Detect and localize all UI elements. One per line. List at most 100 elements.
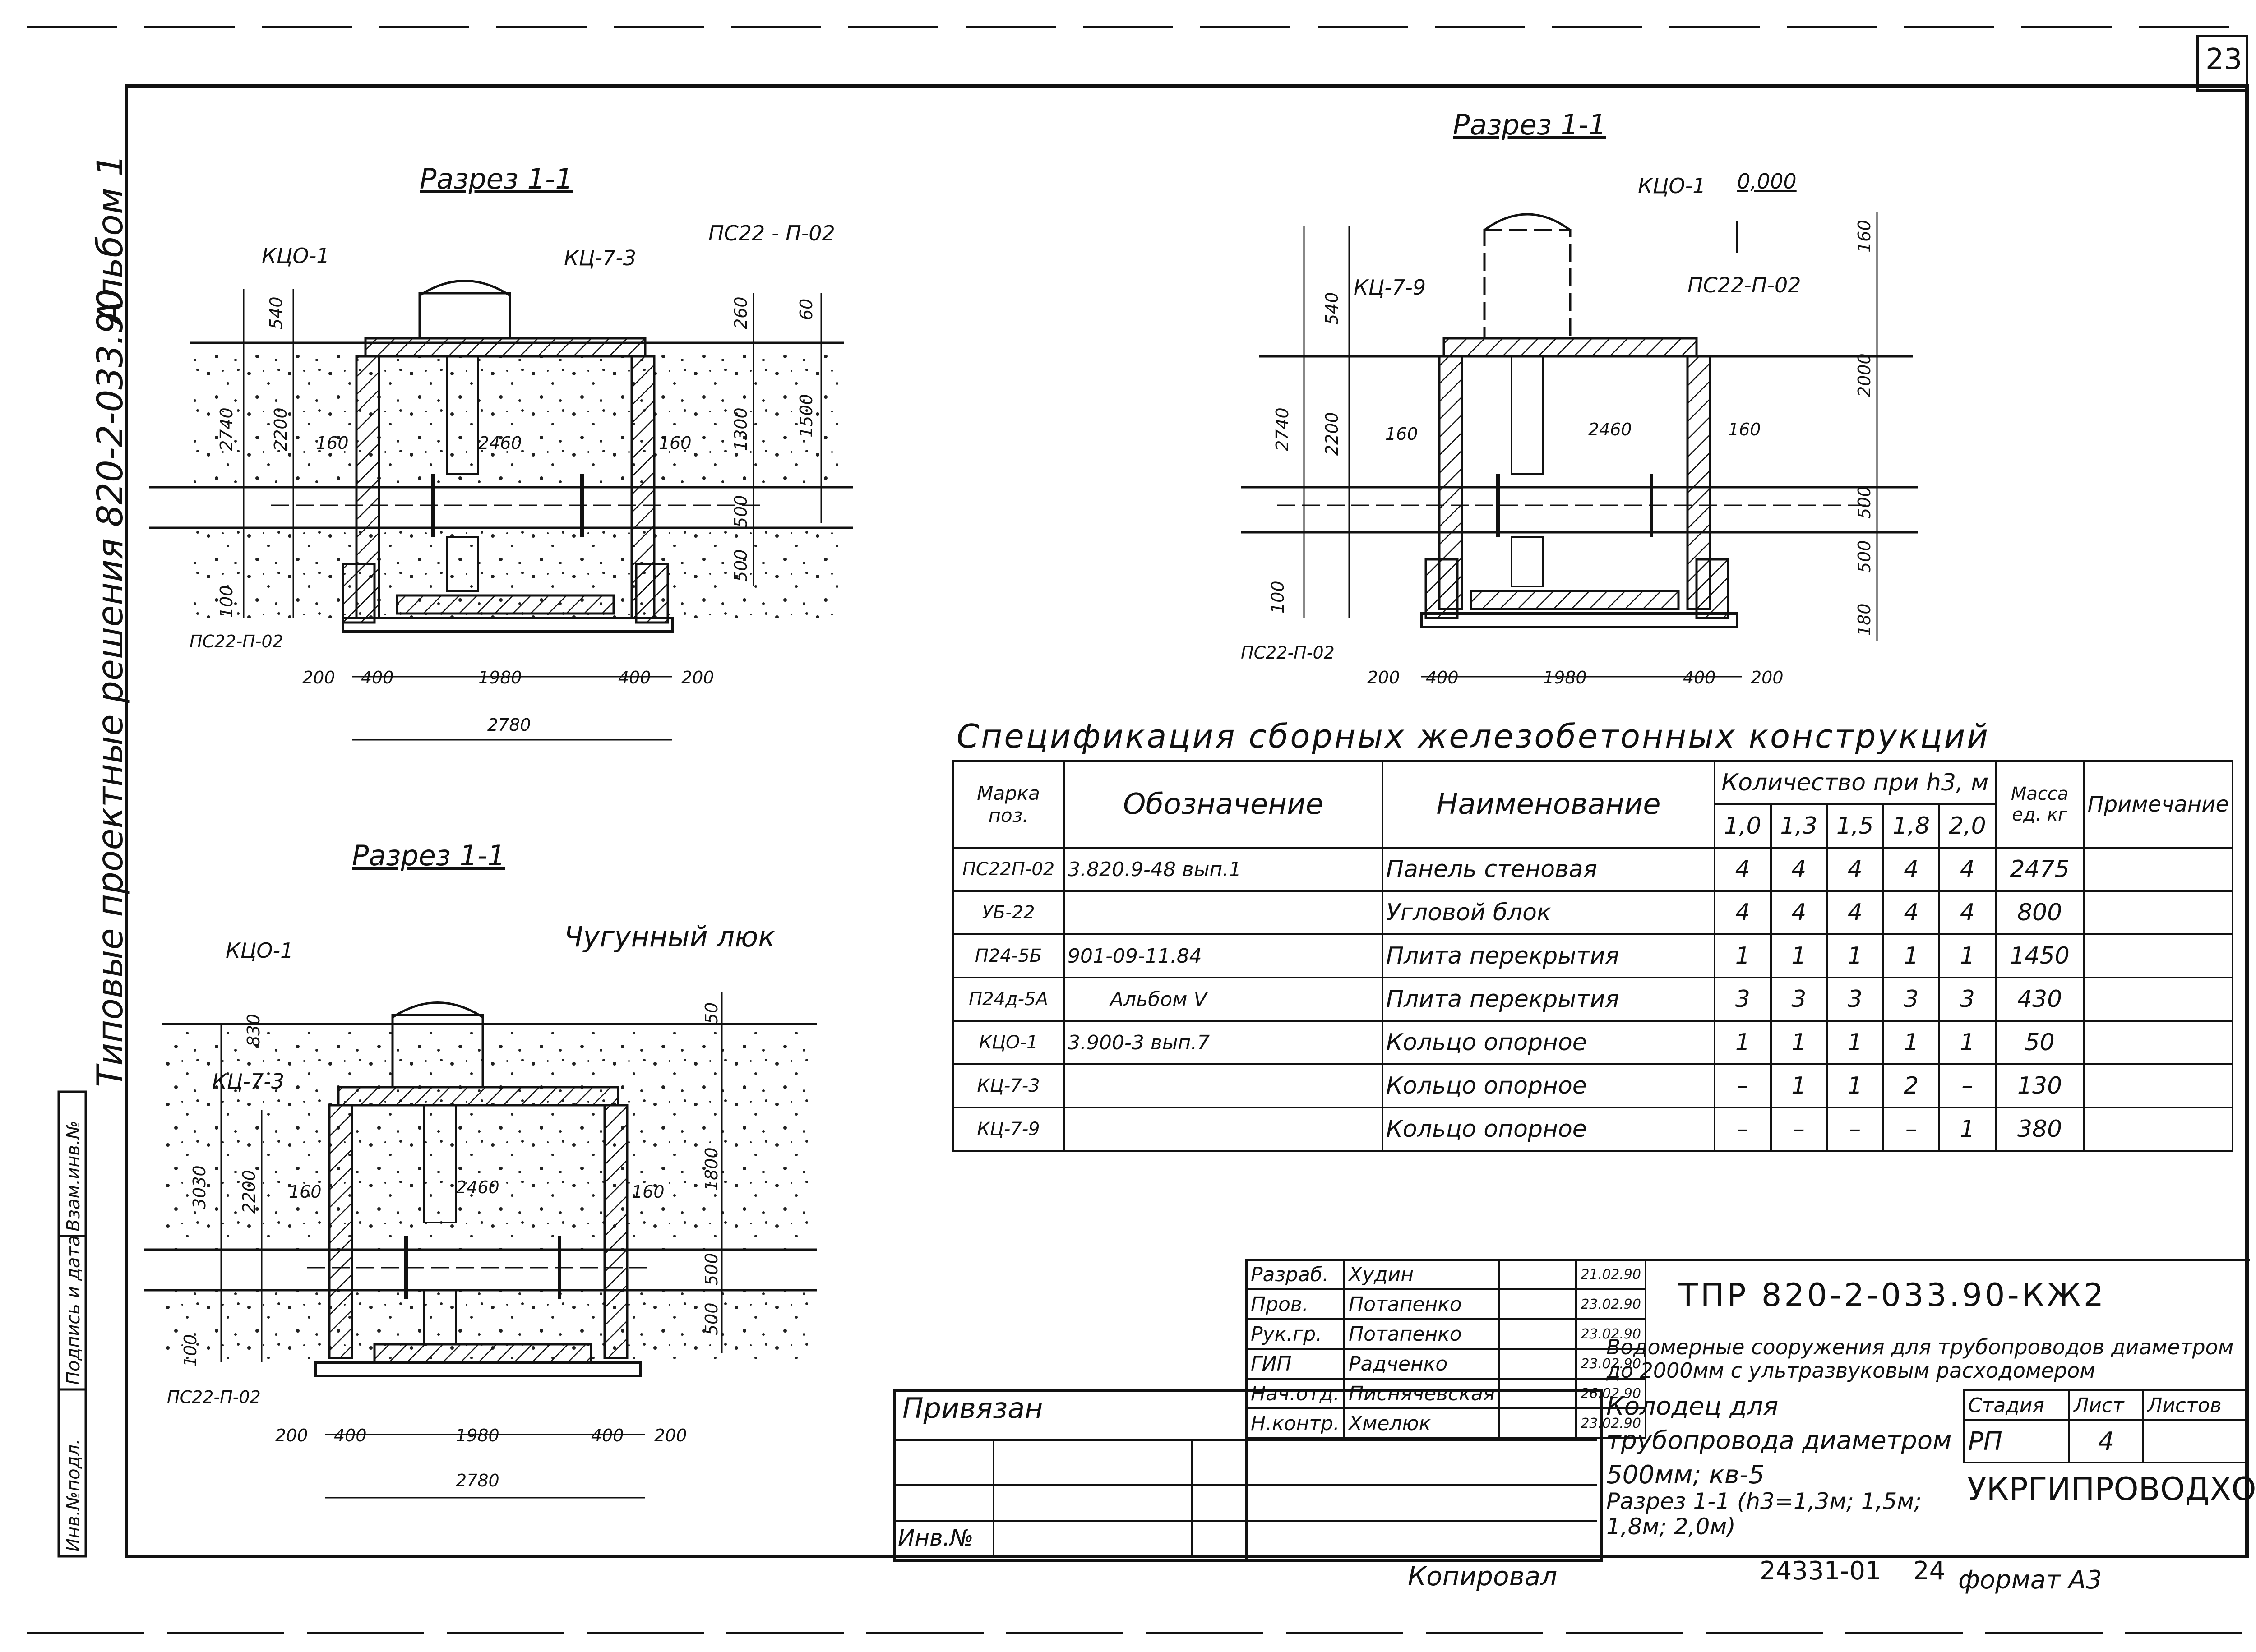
spec-qty: 4 <box>1826 847 1884 892</box>
section-2-label: КЦ-7-9 <box>1354 275 1426 300</box>
spec-note <box>2083 933 2234 978</box>
section-1-dim: 100 <box>217 585 236 618</box>
spec-designation <box>1063 890 1383 935</box>
section-2-title: Разрез 1-1 <box>1453 108 1606 141</box>
spec-designation <box>1063 1107 1383 1152</box>
section-1-dim: 160 <box>659 433 692 453</box>
sheet-title: Колодец для трубопровода диаметром 500мм… <box>1606 1392 1952 1490</box>
section-1-dim: 540 <box>266 296 286 329</box>
section-3-dim: 500 <box>702 1302 721 1335</box>
sheets-label: Листов <box>2142 1389 2247 1421</box>
spec-qty: 1 <box>1882 933 1940 978</box>
spec-title: Спецификация сборных железобетонных конс… <box>957 717 1990 755</box>
section-1-dim: 400 <box>618 668 651 688</box>
section-1-dim: 1980 <box>478 668 522 688</box>
spec-qty: 1 <box>1826 1020 1884 1065</box>
section-3-dim: 50 <box>702 1002 721 1024</box>
spec-qty: 3 <box>1770 977 1828 1022</box>
spec-qty: 3 <box>1714 977 1772 1022</box>
section-2-dim: 160 <box>1728 420 1761 439</box>
section-3-dim: 160 <box>632 1182 665 1202</box>
spec-table: Марка поз. Обозначение Наименование Коли… <box>952 760 2234 1152</box>
series-label: Типовые проектные решения 820-2-033.90 <box>90 289 131 1087</box>
spec-name: Плита перекрытия <box>1382 977 1715 1022</box>
sheet-value: 4 <box>2068 1419 2144 1463</box>
sign-date-label: Подпись и дата <box>63 1235 84 1385</box>
section-2-dim: 2740 <box>1272 407 1292 451</box>
section-1-dim: 500 <box>731 549 751 582</box>
section-1-drawing <box>149 280 853 741</box>
section-3-dim: 2200 <box>239 1170 259 1214</box>
section-1-dim: 260 <box>731 296 751 329</box>
privyazan-row-line <box>893 1439 1597 1441</box>
spec-header-h: 1,3 <box>1770 803 1828 849</box>
spec-mark: ПС22П-02 <box>952 847 1065 892</box>
section-3-label: КЦО-1 <box>226 938 294 963</box>
stage-sheet-table: Стадия Лист Листов РП 4 <box>1962 1389 2247 1463</box>
section-3-dim: 1800 <box>702 1147 721 1191</box>
section-1-label: ПС22-П-02 <box>190 632 283 651</box>
spec-qty: 1 <box>1770 1063 1828 1108</box>
spec-qty: 1 <box>1826 933 1884 978</box>
page-number: 23 <box>2205 43 2242 76</box>
spec-qty: 4 <box>1826 890 1884 935</box>
spec-header-h: 1,5 <box>1826 803 1884 849</box>
section-3-label: ПС22-П-02 <box>167 1387 261 1407</box>
section-3-dim: 3030 <box>190 1165 209 1209</box>
spec-qty: 1 <box>1938 1020 1997 1065</box>
privyazan-block <box>893 1389 1603 1562</box>
spec-designation: 901-09-11.84 <box>1063 933 1383 978</box>
section-1-dim: 2740 <box>217 407 236 451</box>
spec-header-note: Примечание <box>2083 760 2234 849</box>
section-1-label: КЦО-1 <box>262 244 330 268</box>
spec-qty: 1 <box>1714 1020 1772 1065</box>
section-1-dim: 2460 <box>478 433 522 453</box>
section-1-label: КЦ-7-3 <box>564 246 637 270</box>
spec-name: Кольцо опорное <box>1382 1020 1715 1065</box>
spec-designation: 3.900-3 вып.7 <box>1063 1020 1383 1065</box>
tb-role: Рук.гр. <box>1245 1318 1345 1350</box>
sheet-label: Лист <box>2068 1389 2144 1421</box>
sheet-frame <box>125 84 2249 1558</box>
section-2-dim: 500 <box>1854 486 1874 519</box>
footer-num: 24 <box>1913 1556 1946 1586</box>
section-2-label: 0,000 <box>1737 169 1797 194</box>
section-1-dim: 400 <box>361 668 394 688</box>
tb-name: Радченко <box>1343 1348 1501 1380</box>
tb-date: 26.02.90 <box>1575 1378 1646 1409</box>
spec-qty: 1 <box>1714 933 1772 978</box>
spec-mass: 380 <box>1994 1107 2085 1152</box>
privyazan-row-line <box>893 1484 1597 1486</box>
spec-header-mark: Марка поз. <box>952 760 1065 849</box>
spec-row: УБ-22 Угловой блок 4 4 4 4 4 800 <box>952 890 2234 935</box>
spec-qty: 4 <box>1882 847 1940 892</box>
section-1-label: ПС22 - П-02 <box>708 221 835 245</box>
spec-header-h: 1,0 <box>1714 803 1772 849</box>
section-1-dim: 200 <box>681 668 714 688</box>
tb-date: 21.02.90 <box>1575 1259 1646 1290</box>
spec-mark: П24д-5А <box>952 977 1065 1022</box>
doc-code: ТПР 820-2-033.90-КЖ2 <box>1678 1277 2107 1314</box>
spec-mark: КЦО-1 <box>952 1020 1065 1065</box>
spec-row: КЦО-1 3.900-3 вып.7 Кольцо опорное 1 1 1… <box>952 1020 2234 1065</box>
spec-qty: 1 <box>1882 1020 1940 1065</box>
spec-header-qty: Количество при h3, м <box>1714 760 1997 805</box>
format-label: формат А3 <box>1958 1565 2102 1595</box>
spec-header-h: 1,8 <box>1882 803 1940 849</box>
tb-date: 23.02.90 <box>1575 1348 1646 1380</box>
tb-role: Пров. <box>1245 1288 1345 1320</box>
spec-header-h: 2,0 <box>1938 803 1997 849</box>
tb-name: Хмелюк <box>1343 1407 1501 1439</box>
spec-qty: 4 <box>1770 847 1828 892</box>
section-2-drawing <box>1241 212 1918 678</box>
spec-row: КЦ-7-9 Кольцо опорное – – – – 1 380 <box>952 1107 2234 1152</box>
section-1-dim: 60 <box>796 298 816 320</box>
spec-qty: 2 <box>1882 1063 1940 1108</box>
section-3-dim: 400 <box>591 1426 624 1445</box>
inv-podl-label: Инв.№подл. <box>63 1439 84 1552</box>
stage-value: РП <box>1962 1419 2071 1463</box>
section-2-label: КЦО-1 <box>1638 174 1706 198</box>
section-1-dim: 1300 <box>731 407 751 451</box>
tb-role: Разраб. <box>1245 1259 1345 1290</box>
